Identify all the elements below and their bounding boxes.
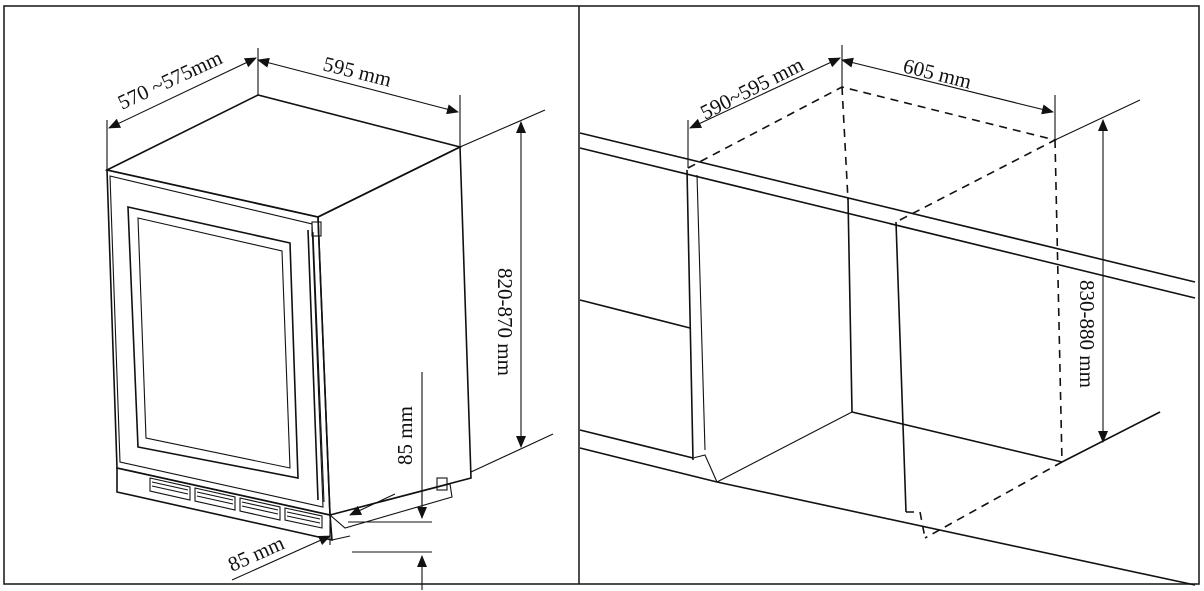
appliance-drawing <box>104 94 472 542</box>
cutout-height-label: 830-880 mm <box>1075 280 1099 388</box>
kick-plate <box>116 467 333 542</box>
left-cabinet-bottom <box>579 429 694 459</box>
rear-foot <box>436 477 448 491</box>
countertop-back-edge <box>579 132 1196 283</box>
countertop-front-edge <box>579 147 1196 299</box>
appliance-width-dimension: 595 mm <box>257 52 461 147</box>
left-cabinet-edge <box>686 169 694 461</box>
base-rail <box>328 483 453 529</box>
appliance-height-label: 820-870 mm <box>493 268 517 376</box>
cutout-depth-dimension: 590~595 mm <box>687 45 843 168</box>
toe-depth-dimension: 85 mm <box>224 493 396 581</box>
appliance-height-dimension: 820-870 mm <box>459 109 554 473</box>
diagram-frame <box>3 5 1200 585</box>
toe-height-label: 85 mm <box>393 406 417 465</box>
plinth-line <box>716 481 1196 586</box>
cabinet-side <box>317 145 472 517</box>
door-handle <box>307 229 319 501</box>
cutout-height-dimension: 830-880 mm <box>1054 99 1161 463</box>
niche-back-bottom <box>851 411 1063 463</box>
door-frame <box>109 175 324 508</box>
floor-line-left <box>579 447 718 483</box>
toe-height-dimension: 85 mm <box>348 372 432 590</box>
vent-grille <box>149 477 323 529</box>
cutout-drawing <box>579 86 1196 586</box>
cutout-floor-edge <box>924 461 1063 539</box>
door-glass-inner <box>137 217 291 469</box>
appliance-depth-dimension: 570 ~575mm <box>106 45 259 170</box>
niche-back-left <box>847 197 853 413</box>
hinge-top <box>311 221 322 237</box>
cabinet-top <box>104 94 463 218</box>
left-cabinet-drawer-line <box>579 299 691 329</box>
cutout-width-label: 605 mm <box>901 54 974 94</box>
cutout-right-rear <box>1054 139 1063 463</box>
door-glass <box>127 205 299 479</box>
right-cabinet-edge <box>895 221 907 513</box>
cutout-top-outline <box>687 86 1058 223</box>
cutout-width-dimension: 605 mm <box>841 54 1056 140</box>
